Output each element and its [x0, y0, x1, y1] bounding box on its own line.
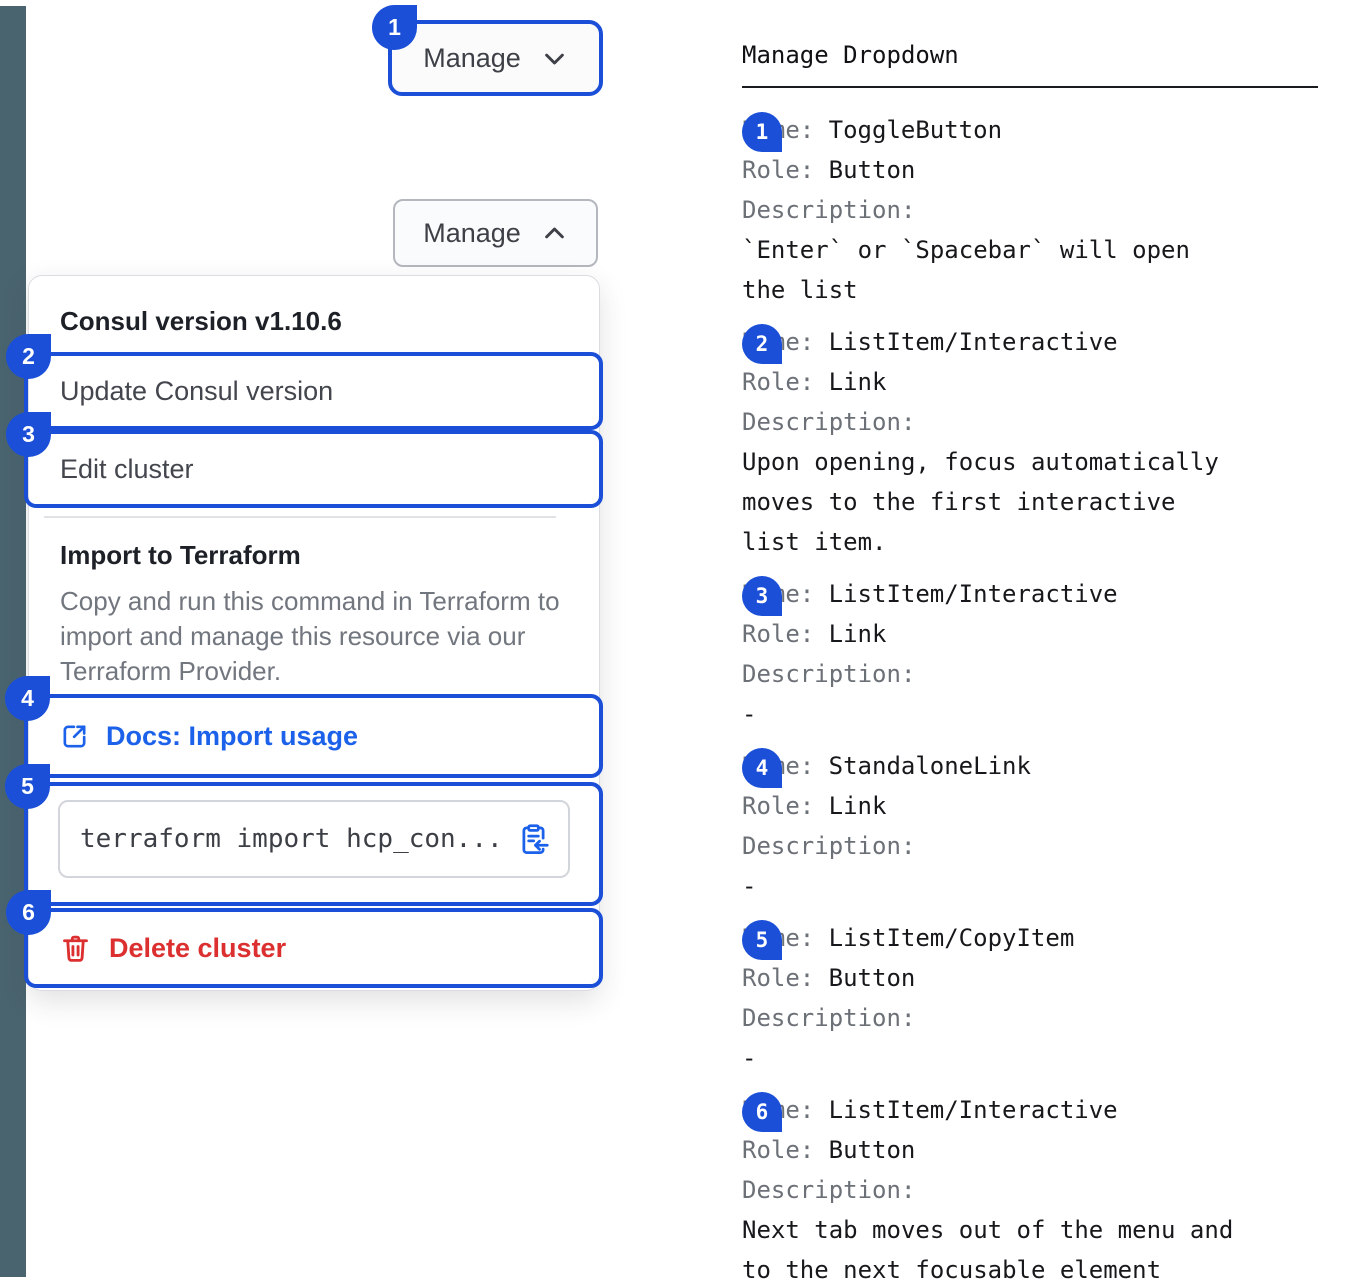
annotation-marker-2: 2: [6, 334, 51, 379]
dropdown-version-header: Consul version v1.10.6: [60, 306, 342, 336]
annotations-title: Manage Dropdown: [742, 41, 959, 69]
entry-badge-4: 4: [742, 748, 782, 788]
role-label: Role:: [742, 620, 815, 648]
annotation-outline-copy: [24, 782, 603, 906]
role-value: Link: [828, 368, 887, 396]
role-value: Link: [828, 792, 887, 820]
entry-badge-1: 1: [742, 112, 782, 152]
import-section-description: Copy and run this command in Terraform t…: [60, 586, 560, 686]
manage-toggle-open-button[interactable]: Manage: [393, 199, 598, 267]
annotation-marker-4: 4: [5, 676, 50, 721]
annotation-marker-1: 1: [372, 5, 417, 50]
docs-import-link[interactable]: Docs: Import usage: [60, 694, 358, 778]
annotation-entry-1: 1 Name:ToggleButton Role:Button Descript…: [742, 110, 1322, 310]
description-value: Upon opening, focus automatically moves …: [742, 448, 1219, 556]
annotation-marker-3: 3: [6, 412, 51, 457]
annotation-outline-delete: [24, 908, 603, 988]
dropdown-item-edit-cluster[interactable]: Edit cluster: [60, 453, 194, 484]
description-label: Description:: [742, 196, 916, 224]
role-label: Role:: [742, 156, 815, 184]
description-value: -: [742, 700, 757, 728]
dropdown-item-update-consul[interactable]: Update Consul version: [60, 375, 334, 406]
dropdown-separator: [44, 516, 556, 518]
entry-badge-3: 3: [742, 576, 782, 616]
annotation-marker-6: 6: [6, 890, 51, 935]
terraform-command-text: terraform import hcp_con...: [80, 824, 503, 854]
role-label: Role:: [742, 368, 815, 396]
manage-toggle-label: Manage: [423, 42, 521, 73]
import-section-title: Import to Terraform: [60, 540, 301, 570]
trash-icon: [60, 933, 91, 964]
entry-badge-5: 5: [742, 920, 782, 960]
annotations-divider: [742, 86, 1318, 88]
chevron-up-icon: [541, 220, 568, 247]
entry-badge-2: 2: [742, 324, 782, 364]
manage-toggle-open-label: Manage: [423, 217, 521, 248]
annotation-entry-3: 3 Name:ListItem/Interactive Role:Link De…: [742, 574, 1322, 734]
annotations-legend: Manage Dropdown 1 Name:ToggleButton Role…: [742, 40, 1322, 1282]
name-value: ListItem/CopyItem: [828, 924, 1075, 952]
terraform-command-field[interactable]: terraform import hcp_con...: [58, 800, 570, 878]
annotation-entry-2: 2 Name:ListItem/Interactive Role:Link De…: [742, 322, 1322, 562]
annotation-outline-docs: [24, 694, 603, 778]
annotation-entry-5: 5 Name:ListItem/CopyItem Role:Button Des…: [742, 918, 1322, 1078]
copy-to-clipboard-button[interactable]: [517, 823, 550, 856]
annotation-outline-update: [24, 352, 603, 430]
description-label: Description:: [742, 832, 916, 860]
annotation-entry-4: 4 Name:StandaloneLink Role:Link Descript…: [742, 746, 1322, 906]
description-value: `Enter` or `Spacebar` will open the list: [742, 236, 1190, 304]
delete-cluster-label: Delete cluster: [109, 932, 287, 963]
clipboard-copy-icon: [522, 823, 549, 854]
name-value: StandaloneLink: [828, 752, 1031, 780]
name-value: ToggleButton: [828, 116, 1003, 144]
role-value: Button: [828, 1136, 916, 1164]
description-label: Description:: [742, 660, 916, 688]
description-label: Description:: [742, 408, 916, 436]
description-value: -: [742, 872, 757, 900]
description-label: Description:: [742, 1004, 916, 1032]
left-rail: [0, 6, 26, 1277]
description-value: -: [742, 1044, 757, 1072]
role-label: Role:: [742, 964, 815, 992]
name-value: ListItem/Interactive: [828, 328, 1118, 356]
annotation-outline-edit: [24, 430, 603, 508]
role-value: Button: [828, 156, 916, 184]
chevron-down-icon: [541, 45, 568, 72]
role-value: Link: [828, 620, 887, 648]
docs-import-link-label: Docs: Import usage: [106, 720, 359, 751]
role-label: Role:: [742, 1136, 815, 1164]
dropdown-item-delete-cluster[interactable]: Delete cluster: [60, 908, 286, 988]
description-label: Description:: [742, 1176, 916, 1204]
manage-toggle-button[interactable]: Manage: [388, 20, 603, 96]
role-value: Button: [828, 964, 916, 992]
name-value: ListItem/Interactive: [828, 1096, 1118, 1124]
entry-badge-6: 6: [742, 1092, 782, 1132]
external-link-icon: [60, 722, 89, 751]
role-label: Role:: [742, 792, 815, 820]
annotation-entry-6: 6 Name:ListItem/Interactive Role:Button …: [742, 1090, 1322, 1282]
description-value: Next tab moves out of the menu and to th…: [742, 1216, 1234, 1282]
annotation-marker-5: 5: [5, 764, 50, 809]
name-value: ListItem/Interactive: [828, 580, 1118, 608]
